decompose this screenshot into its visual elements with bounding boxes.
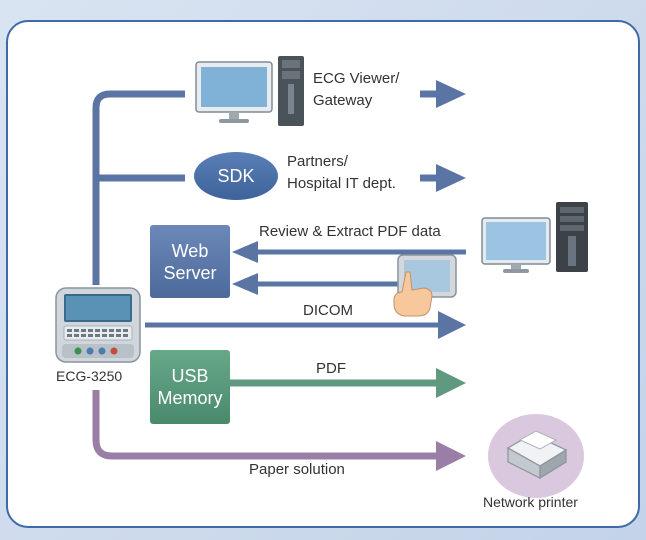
sdk-label-line1: Partners/ [287,153,348,170]
data-server-label: Data server [485,276,568,293]
sdk-arrow-head [436,164,466,192]
server-tower-icon [556,202,588,272]
ecg-viewer-label-line1: ECG Viewer/ [313,70,400,87]
usb-line1: USB [171,366,209,386]
tower-icon [278,56,304,126]
paper-arrow-head [436,441,466,471]
trunk-line [92,90,185,285]
web-server-line2: Server [163,262,217,283]
tablet-icon [397,254,457,298]
dicom-label: DICOM [303,302,353,319]
ecg-viewer-label-line2: Gateway [313,92,373,109]
sdk-label-line2: Hospital IT dept. [287,175,396,192]
usb-line2: Memory [157,388,223,408]
paper-line [92,390,440,460]
server-monitor-icon [481,217,551,273]
monitor-icon [195,61,273,123]
usb-memory-box: USB Memory [150,350,230,424]
web-server-line1: Web [171,240,209,261]
ecg-device-icon [55,287,141,363]
printer-label: Network printer [483,494,578,510]
review-label: Review & Extract PDF data [259,223,441,240]
pdf-label: PDF [316,360,346,377]
sdk-badge: SDK [194,152,278,200]
paper-label: Paper solution [249,461,345,478]
pdf-arrow-head [436,368,466,398]
hand-icon [393,271,433,317]
device-label: ECG-3250 [56,368,123,384]
review-arrow-head-2 [232,273,258,295]
dicom-arrow-head [438,311,466,339]
review-arrow-head-1 [232,241,258,263]
web-server-box: Web Server [150,225,230,298]
viewer-arrow-head [436,80,466,108]
printer-icon [488,414,584,498]
